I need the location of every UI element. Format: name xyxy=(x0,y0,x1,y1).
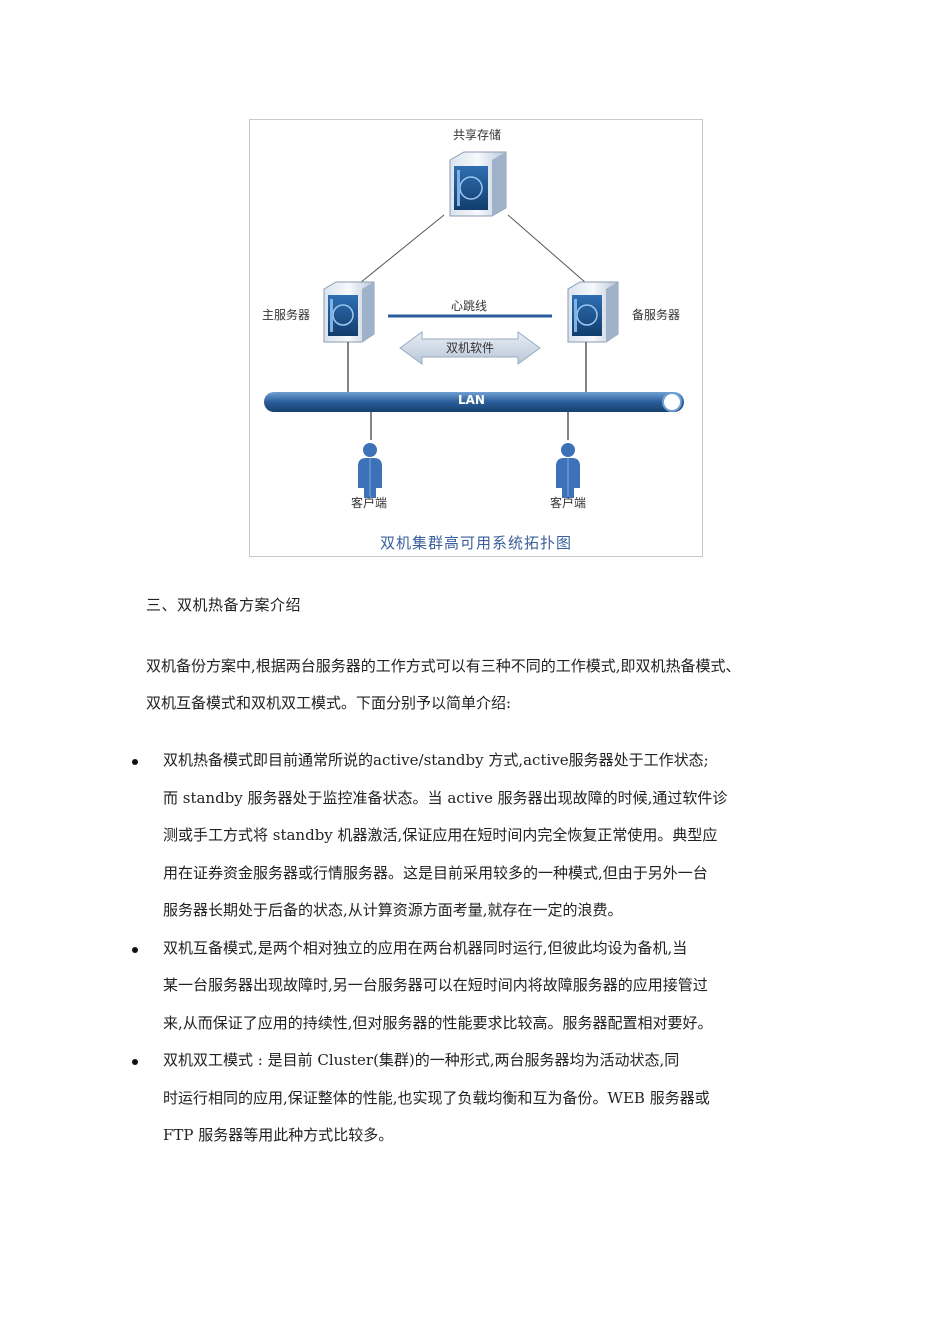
intro-line: 双机备份方案中,根据两台服务器的工作方式可以有三种不同的工作模式,即双机热备模式… xyxy=(146,648,826,685)
section-heading: 三、双机热备方案介绍 xyxy=(146,594,301,615)
software-label: 双机软件 xyxy=(446,339,494,356)
client-right-icon xyxy=(556,443,580,498)
list-item-line: FTP 服务器等用此种方式比较多。 xyxy=(163,1117,810,1155)
list-item-line: 用在证券资金服务器或行情服务器。这是目前采用较多的一种模式,但由于另外一台 xyxy=(163,855,810,893)
backup-server-icon xyxy=(568,282,618,342)
storage-server-icon xyxy=(450,152,506,216)
client-left-icon xyxy=(358,443,382,498)
bullet-dot-icon xyxy=(132,947,138,953)
lan-label: LAN xyxy=(458,393,485,407)
lan-bus-end-icon xyxy=(663,393,681,411)
list-item-line: 而 standby 服务器处于监控准备状态。当 active 服务器出现故障的时… xyxy=(163,780,810,818)
link-storage-backup xyxy=(508,215,586,283)
intro-paragraph: 双机备份方案中,根据两台服务器的工作方式可以有三种不同的工作模式,即双机热备模式… xyxy=(146,648,826,722)
list-item-line: 双机热备模式即目前通常所说的active/standby 方式,active服务… xyxy=(163,742,810,780)
topology-diagram xyxy=(250,120,702,556)
figure-caption: 双机集群高可用系统拓扑图 xyxy=(250,532,702,553)
mode-list: 双机热备模式即目前通常所说的active/standby 方式,active服务… xyxy=(130,742,810,1155)
list-item-line: 双机互备模式,是两个相对独立的应用在两台机器同时运行,但彼此均设为备机,当 xyxy=(163,930,810,968)
primary-server-icon xyxy=(324,282,374,342)
list-item-line: 某一台服务器出现故障时,另一台服务器可以在短时间内将故障服务器的应用接管过 xyxy=(163,967,810,1005)
intro-line: 双机互备模式和双机双工模式。下面分别予以简单介绍: xyxy=(146,685,826,722)
list-item-line: 服务器长期处于后备的状态,从计算资源方面考量,就存在一定的浪费。 xyxy=(163,892,810,930)
list-item-line: 时运行相同的应用,保证整体的性能,也实现了负载均衡和互为备份。WEB 服务器或 xyxy=(163,1080,810,1118)
link-storage-primary xyxy=(360,215,444,283)
bullet-dot-icon xyxy=(132,1059,138,1065)
backup-server-label: 备服务器 xyxy=(632,306,680,323)
list-item-line: 测或手工方式将 standby 机器激活,保证应用在短时间内完全恢复正常使用。典… xyxy=(163,817,810,855)
heartbeat-label: 心跳线 xyxy=(451,297,487,314)
list-item-line: 双机双工模式 : 是目前 Cluster(集群)的一种形式,两台服务器均为活动状… xyxy=(163,1042,810,1080)
bullet-dot-icon xyxy=(132,759,138,765)
storage-label: 共享存储 xyxy=(453,126,501,143)
list-item-line: 来,从而保证了应用的持续性,但对服务器的性能要求比较高。服务器配置相对要好。 xyxy=(163,1005,810,1043)
list-item-mutual-backup: 双机互备模式,是两个相对独立的应用在两台机器同时运行,但彼此均设为备机,当 某一… xyxy=(130,930,810,1043)
client-left-label: 客户端 xyxy=(351,494,387,511)
topology-figure: 共享存储 主服务器 备服务器 心跳线 双机软件 LAN 客户端 客户端 双机集群… xyxy=(249,119,703,557)
list-item-duplex: 双机双工模式 : 是目前 Cluster(集群)的一种形式,两台服务器均为活动状… xyxy=(130,1042,810,1155)
client-right-label: 客户端 xyxy=(550,494,586,511)
list-item-hot-standby: 双机热备模式即目前通常所说的active/standby 方式,active服务… xyxy=(130,742,810,930)
primary-server-label: 主服务器 xyxy=(262,306,310,323)
